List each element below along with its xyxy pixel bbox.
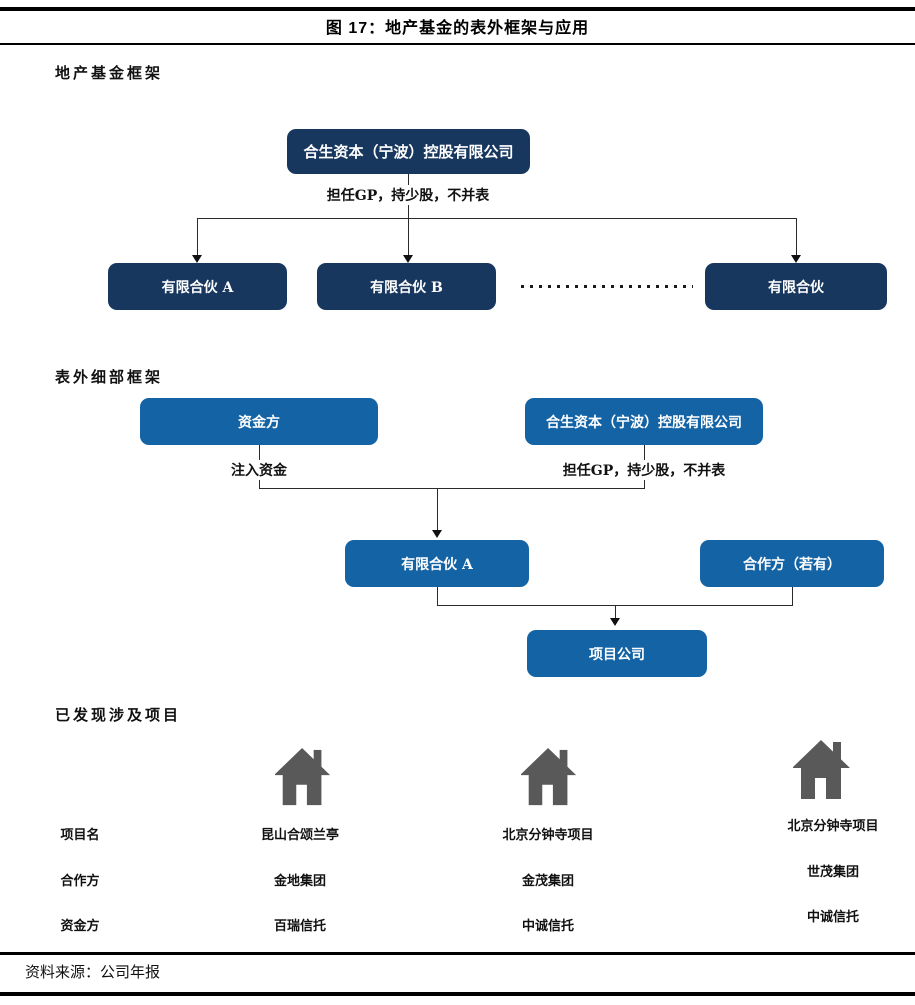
org-box-holding-company: 合生资本（宁波）控股有限公司 (287, 129, 530, 174)
edge-label-gp-role-2: 担任GP，持少股，不并表 (544, 460, 744, 480)
project-funder-cell: 中诚信托 (806, 910, 859, 925)
source-note: 资料来源：公司年报 (25, 964, 161, 981)
connector-branch-left (197, 218, 198, 256)
section3-heading: 已发现涉及项目 (55, 706, 182, 724)
connector-to-project-vertical (615, 605, 616, 619)
edge-label-inject-funds: 注入资金 (199, 460, 319, 480)
project-name-cell: 北京分钟寺项目 (502, 828, 594, 843)
arrow-down-icon (192, 255, 202, 263)
house-icon (275, 748, 331, 806)
top-rule (0, 7, 915, 11)
connector-branch-middle (408, 218, 409, 256)
house-icon (521, 748, 577, 806)
project-funder-cell: 百瑞信托 (273, 919, 326, 934)
arrow-down-icon (403, 255, 413, 263)
org-box-funder: 资金方 (140, 398, 378, 445)
org-box-lp-n: 有限合伙 (705, 263, 887, 310)
project-partner-cell: 世茂集团 (806, 865, 859, 880)
project-name-cell: 北京分钟寺项目 (787, 819, 879, 834)
connector-partner-down (792, 587, 793, 606)
project-partner-cell: 金茂集团 (521, 874, 574, 889)
table-row-label: 资金方 (60, 919, 100, 934)
project-funder-cell: 中诚信托 (521, 919, 574, 934)
figure-title: 图 17：地产基金的表外框架与应用 (325, 20, 590, 37)
connector-merge-horizontal (259, 488, 645, 489)
connector-to-lp-vertical (437, 488, 438, 531)
org-box-partner: 合作方（若有） (700, 540, 884, 587)
org-box-lp-b: 有限合伙 B (317, 263, 496, 310)
arrow-down-icon (791, 255, 801, 263)
edge-label-gp-role: 担任GP，持少股，不并表 (308, 185, 508, 205)
section2-heading: 表外细部框架 (55, 368, 164, 386)
footer-bottom-rule (0, 992, 915, 996)
ellipsis-dots (521, 285, 693, 288)
org-box-project-company: 项目公司 (527, 630, 707, 677)
footer-top-rule (0, 952, 915, 955)
table-row-label: 合作方 (60, 874, 100, 889)
project-name-cell: 昆山合颂兰亭 (260, 828, 339, 843)
org-box-gp-company: 合生资本（宁波）控股有限公司 (525, 398, 763, 445)
org-box-lp-a: 有限合伙 A (108, 263, 287, 310)
table-row-label: 项目名 (60, 828, 100, 843)
org-box-lp-a-detail: 有限合伙 A (345, 540, 529, 587)
connector-branch-right (796, 218, 797, 256)
arrow-down-icon (432, 530, 442, 538)
house-icon (793, 740, 850, 799)
title-underline-rule (0, 43, 915, 45)
project-partner-cell: 金地集团 (273, 874, 326, 889)
connector-branch-horizontal (197, 218, 796, 219)
arrow-down-icon (610, 618, 620, 626)
section1-heading: 地产基金框架 (55, 64, 164, 82)
connector-lp-down (437, 587, 438, 606)
